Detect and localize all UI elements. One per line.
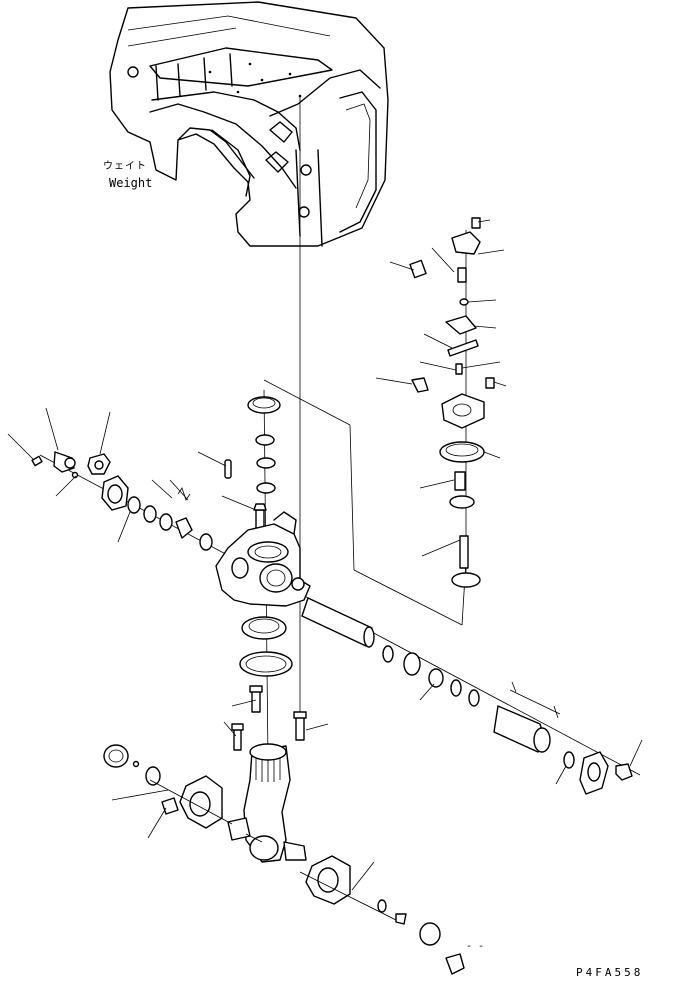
stacked-seals (247, 396, 281, 494)
left-flange-group (101, 475, 213, 551)
leader-lines (7, 219, 643, 891)
left-hub (103, 744, 233, 829)
cross-shaft (301, 597, 375, 648)
fitting-parts-left (31, 451, 111, 479)
right-hub (299, 855, 465, 975)
steering-arm (227, 743, 307, 863)
drawing-code: P4FA558 (576, 966, 644, 979)
upper-right-stack (409, 217, 495, 588)
lower-bearings (239, 616, 293, 677)
weight-label-en: Weight (109, 176, 153, 190)
lower-bolts (231, 685, 307, 751)
axis-line-vertical (349, 424, 355, 571)
dash-mark: - - (466, 941, 485, 952)
steering-housing (215, 511, 311, 607)
axis-line-upper (263, 379, 351, 426)
axis-line-right (461, 559, 467, 626)
right-axis-parts (382, 645, 633, 795)
pin-bolt-group (224, 459, 267, 531)
weight-label-jp: ウェイト (103, 161, 147, 172)
weight-casting (109, 1, 389, 247)
axis-line-lower (353, 569, 463, 626)
